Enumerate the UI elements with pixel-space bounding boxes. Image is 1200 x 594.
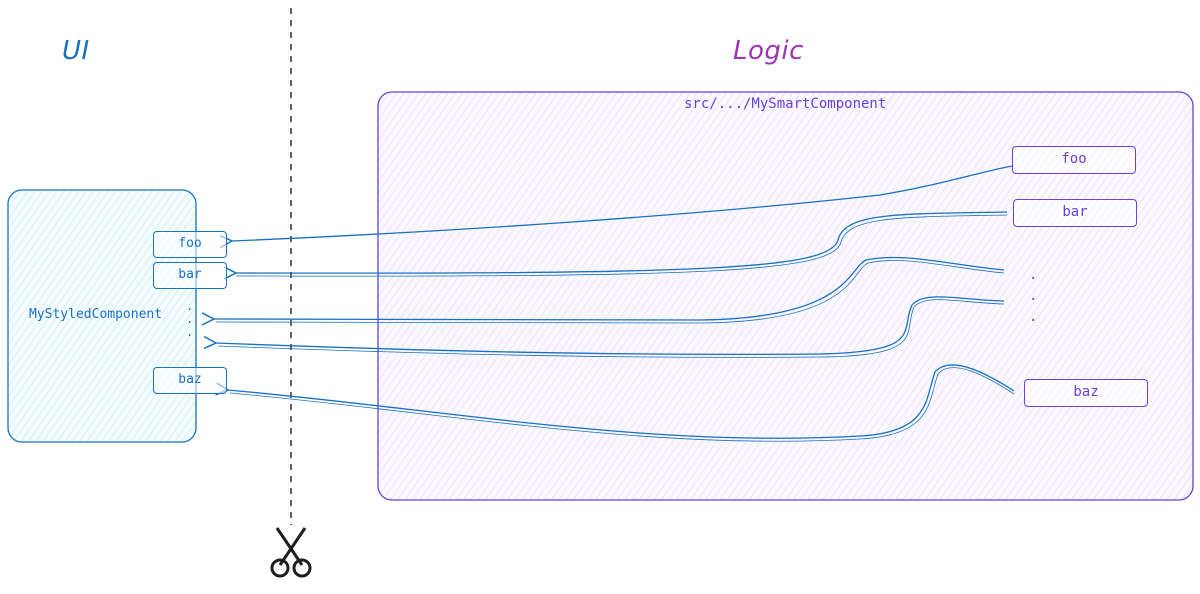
connector-bar-shadow [235,214,1008,277]
ui-prop-foo: foo [153,231,227,258]
ui-prop-foo-label: foo [178,236,202,251]
connector-dots-2 [216,296,1005,356]
logic-ellipsis-dot: . [1029,267,1038,283]
logic-prop-baz: baz [1024,379,1148,407]
ui-prop-baz-label: baz [178,372,202,387]
ui-heading: UI [62,36,90,66]
logic-prop-foo-label: foo [1061,151,1087,167]
logic-component-path: src/.../MySmartComponent [684,96,887,112]
connector-bar [236,211,1008,273]
connector-foo [232,165,1013,241]
logic-component-box [377,91,1194,501]
logic-prop-foo: foo [1012,146,1136,174]
scissors-icon [270,527,312,578]
logic-prop-bar: bar [1013,199,1137,227]
connector-dots-1-shadow [215,260,1005,324]
ui-prop-bar-label: bar [178,267,202,282]
connector-lines [214,165,1015,442]
ui-prop-bar: bar [153,262,227,289]
logic-heading: Logic [733,36,804,66]
connector-dots-2-shadow [217,299,1005,358]
connector-baz [228,364,1015,439]
logic-ellipsis-dot: . [1029,288,1038,304]
ui-component-name: MyStyledComponent [29,307,163,322]
ui-prop-baz: baz [153,367,227,394]
ui-ellipsis-dot: . [186,325,194,339]
connector-baz-shadow [229,367,1015,442]
connector-dots-1 [214,256,1005,320]
logic-prop-baz-label: baz [1073,384,1099,400]
ui-ellipsis: . . . [186,300,193,339]
logic-prop-bar-label: bar [1062,204,1088,220]
ui-ellipsis-dot: . [186,312,194,326]
logic-ellipsis: . . . [1029,265,1037,328]
ui-component-box [7,189,197,443]
logic-ellipsis-dot: . [1029,309,1038,325]
ui-ellipsis-dot: . [186,299,194,313]
